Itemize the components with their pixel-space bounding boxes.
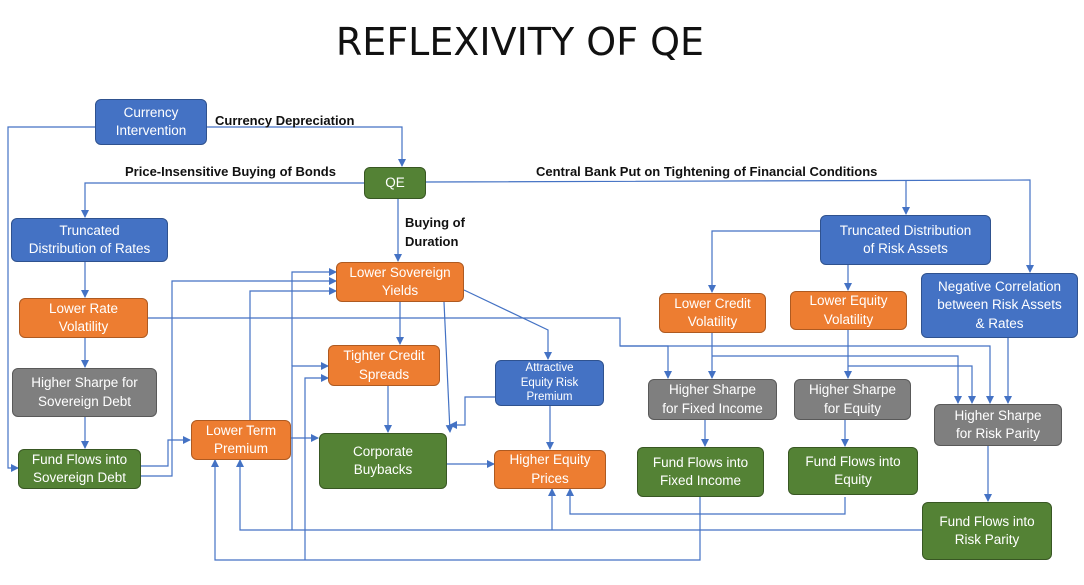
- edge-loop-credit-2: [304, 374, 329, 560]
- edge-equityvol-to-riskparity: [848, 365, 976, 404]
- node-lower-credit-volatility: Lower Credit Volatility: [659, 293, 766, 333]
- node-fund-flows-fixed-income: Fund Flows into Fixed Income: [637, 447, 764, 497]
- node-fund-flows-equity: Fund Flows into Equity: [788, 447, 918, 495]
- label-currency-depreciation: Currency Depreciation: [215, 113, 355, 128]
- label-price-insensitive-buying: Price-Insensitive Buying of Bonds: [125, 164, 336, 179]
- node-fund-flows-risk-parity: Fund Flows into Risk Parity: [922, 502, 1052, 560]
- edge-ratevol-to-riskparity: [620, 345, 994, 404]
- edge-yields-to-buybacks: [443, 301, 454, 433]
- edge-currency-to-flows-sovereign: [7, 126, 95, 472]
- node-lower-sovereign-yields: Lower Sovereign Yields: [336, 262, 464, 302]
- edge-flows-to-yields: [141, 277, 337, 477]
- edge-erp-to-buybacks: [449, 396, 495, 429]
- label-buying-of-duration: Buying of Duration: [405, 215, 465, 249]
- node-currency-intervention: Currency Intervention: [95, 99, 207, 145]
- edge-qe-to-truncated-rates: [81, 182, 364, 218]
- node-higher-sharpe-sovereign: Higher Sharpe for Sovereign Debt: [12, 368, 157, 417]
- node-higher-sharpe-equity: Higher Sharpe for Equity: [794, 379, 911, 420]
- node-negative-correlation: Negative Correlation between Risk Assets…: [921, 273, 1078, 338]
- node-qe: QE: [364, 167, 426, 199]
- node-fund-flows-sovereign: Fund Flows into Sovereign Debt: [18, 449, 141, 489]
- edge-termpremium-to-yields: [249, 287, 337, 420]
- edge-flowsrp-to-termpremium: [236, 459, 922, 531]
- node-lower-rate-volatility: Lower Rate Volatility: [19, 298, 148, 338]
- edge-flowsfi-to-termpremium: [211, 459, 701, 561]
- edge-flows-to-termpremium: [141, 436, 191, 467]
- edge-qe-to-neg-corr: [425, 179, 1034, 273]
- edge-creditvol-to-riskparity: [712, 355, 962, 404]
- node-higher-sharpe-risk-parity: Higher Sharpe for Risk Parity: [934, 404, 1062, 446]
- node-lower-term-premium: Lower Term Premium: [191, 420, 291, 460]
- edge-truncrisk-to-creditvol: [708, 230, 820, 293]
- node-lower-equity-volatility: Lower Equity Volatility: [790, 291, 907, 330]
- label-central-bank-put: Central Bank Put on Tightening of Financ…: [536, 164, 878, 179]
- edge-flowseq-to-prices: [566, 488, 846, 515]
- node-higher-sharpe-fixed-income: Higher Sharpe for Fixed Income: [648, 379, 777, 420]
- edge-loop-yields-1: [291, 268, 337, 366]
- edge-currency-depreciation: [187, 126, 406, 167]
- diagram-title: REFLEXIVITY OF QE: [335, 20, 705, 64]
- node-attractive-equity-risk-premium: Attractive Equity Risk Premium: [495, 360, 604, 406]
- node-truncated-distribution-rates: Truncated Distribution of Rates: [11, 218, 168, 262]
- node-corporate-buybacks: Corporate Buybacks: [319, 433, 447, 489]
- node-truncated-distribution-risk-assets: Truncated Distribution of Risk Assets: [820, 215, 991, 265]
- edge-yields-to-erp: [463, 289, 552, 360]
- node-higher-equity-prices: Higher Equity Prices: [494, 450, 606, 489]
- node-tighter-credit-spreads: Tighter Credit Spreads: [328, 345, 440, 386]
